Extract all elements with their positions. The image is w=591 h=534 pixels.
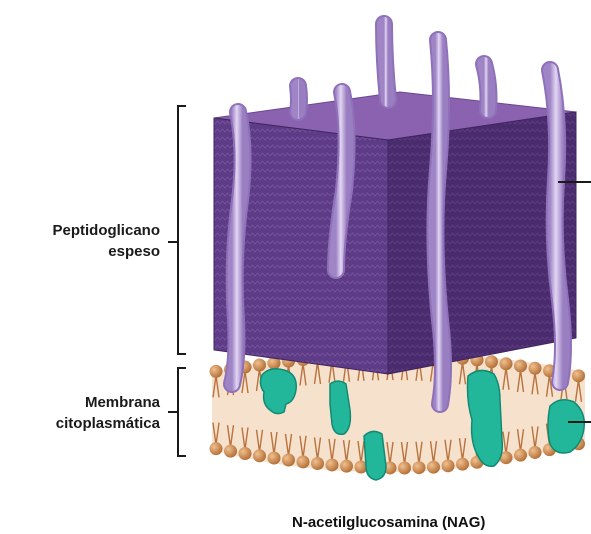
phospholipid-head [398,461,411,474]
phospholipid-head [297,455,310,468]
phospholipid-head [485,355,498,368]
phospholipid-head [311,457,324,470]
membrane-bracket [178,368,186,456]
membrane-label: Membrana citoplasmática [10,392,160,434]
teichoic-acid-rod [298,86,299,112]
phospholipid-head [210,365,223,378]
phospholipid-head [514,449,527,462]
phospholipid-head [239,447,252,460]
phospholipid-head [210,442,223,455]
phospholipid-head [253,449,266,462]
phospholipid-head [326,458,339,471]
teichoic-acid-rod [484,64,489,110]
phospholipid-head [253,358,266,371]
phospholipid-head [268,451,281,464]
phospholipid-head [282,454,295,467]
phospholipid-head [224,445,237,458]
phospholipid-head [529,362,542,375]
teichoic-acid-rod [435,40,443,404]
membrane-label-line1: Membrana [10,392,160,413]
phospholipid-head [427,461,440,474]
phospholipid-head [500,357,513,370]
phospholipid-head [514,359,527,372]
phospholipid-head [572,369,585,382]
peptidoglycan-bracket [178,106,186,354]
peptidoglycan-label: Peptidoglicano espeso [10,220,160,262]
nag-caption: N-acetilglucosamina (NAG) [292,514,485,531]
phospholipid-head [442,459,455,472]
phospholipid-head [529,446,542,459]
membrane-protein [330,381,350,434]
peptidoglycan-label-line2: espeso [10,241,160,262]
phospholipid-head [340,460,353,473]
membrane-label-line2: citoplasmática [10,413,160,434]
phospholipid-head [413,461,426,474]
membrane-protein [364,431,386,480]
phospholipid-head [456,458,469,471]
peptidoglycan-layer [214,92,576,374]
peptidoglycan-label-line1: Peptidoglicano [10,220,160,241]
teichoic-acid-rod [384,24,388,100]
